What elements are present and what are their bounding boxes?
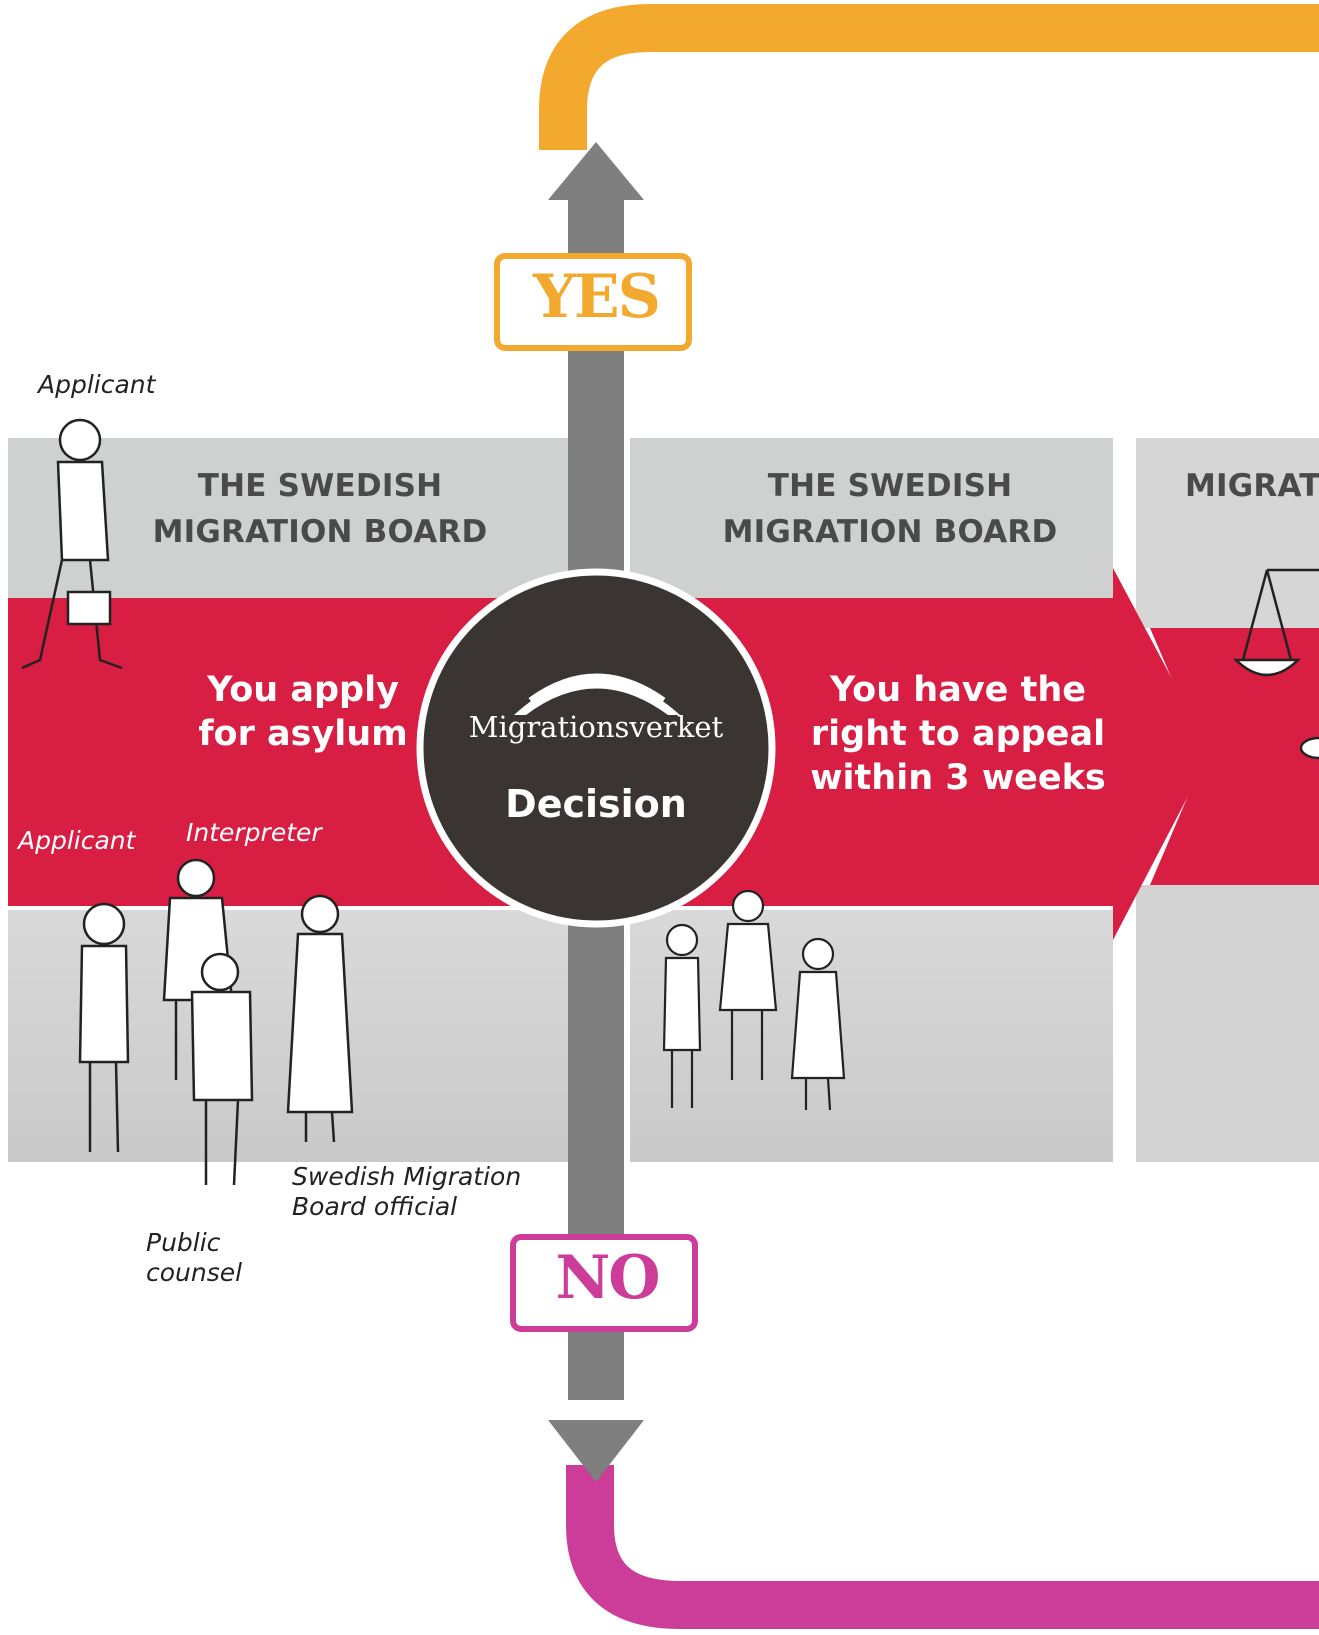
step-appeal-line3: within 3 weeks [810, 758, 1106, 798]
step-appeal-text: You have the right to appeal within 3 we… [808, 668, 1108, 800]
caption-counsel-line2: counsel [146, 1258, 243, 1287]
no-path [566, 1465, 1319, 1629]
step-apply-line1: You apply [207, 670, 399, 710]
decision-label: Decision [505, 782, 687, 826]
caption-official-line1: Swedish Migration [292, 1162, 522, 1191]
board-right-header: MIGRAT [1185, 468, 1319, 504]
interpreter-mid-figure [718, 889, 778, 1080]
step-appeal-line1: You have the [830, 670, 1086, 710]
red-band-right [1150, 628, 1319, 885]
panel-mid-top [630, 438, 1113, 598]
applicant-walking-figure [21, 418, 123, 670]
caption-official-line2: Board official [292, 1192, 458, 1221]
no-badge-box [510, 1234, 698, 1332]
applicant-standing-figure [78, 902, 130, 1153]
board-mid-header: THE SWEDISH MIGRATION BOARD [690, 463, 1090, 555]
decision-circle [416, 568, 776, 928]
step-appeal-line2: right to appeal [810, 714, 1106, 754]
board-left-line1: THE SWEDISH [197, 468, 443, 504]
caption-official: Swedish Migration Board official [292, 1162, 521, 1222]
official-figure [286, 894, 354, 1143]
caption-counsel-line1: Public [146, 1228, 221, 1257]
yes-badge: YES [533, 262, 661, 332]
yes-badge-box [494, 253, 692, 351]
caption-applicant: Applicant [18, 826, 136, 855]
yes-path [539, 4, 1319, 150]
official-mid-figure [790, 937, 846, 1111]
board-mid-line2: MIGRATION BOARD [722, 514, 1058, 550]
applicant-mid-figure [662, 923, 702, 1108]
public-counsel-figure [190, 952, 254, 1186]
caption-counsel: Public counsel [146, 1228, 242, 1288]
arrow-up-head [548, 142, 644, 200]
scales-icon [1232, 568, 1319, 760]
caption-applicant-top: Applicant [38, 370, 156, 399]
board-left-line2: MIGRATION BOARD [152, 514, 488, 550]
step-apply-line2: for asylum [198, 714, 408, 754]
board-mid-line1: THE SWEDISH [767, 468, 1013, 504]
caption-interpreter: Interpreter [186, 818, 322, 847]
board-left-header: THE SWEDISH MIGRATION BOARD [120, 463, 520, 555]
panel-right-floor [1136, 885, 1319, 1162]
decision-logo-text: Migrationsverket [468, 710, 724, 744]
panel-right-top [1136, 438, 1319, 628]
no-badge: NO [555, 1243, 660, 1313]
panel-mid-floor [630, 910, 1113, 1162]
arrow-down-head [548, 1420, 644, 1482]
step-apply-text: You apply for asylum [178, 668, 428, 756]
